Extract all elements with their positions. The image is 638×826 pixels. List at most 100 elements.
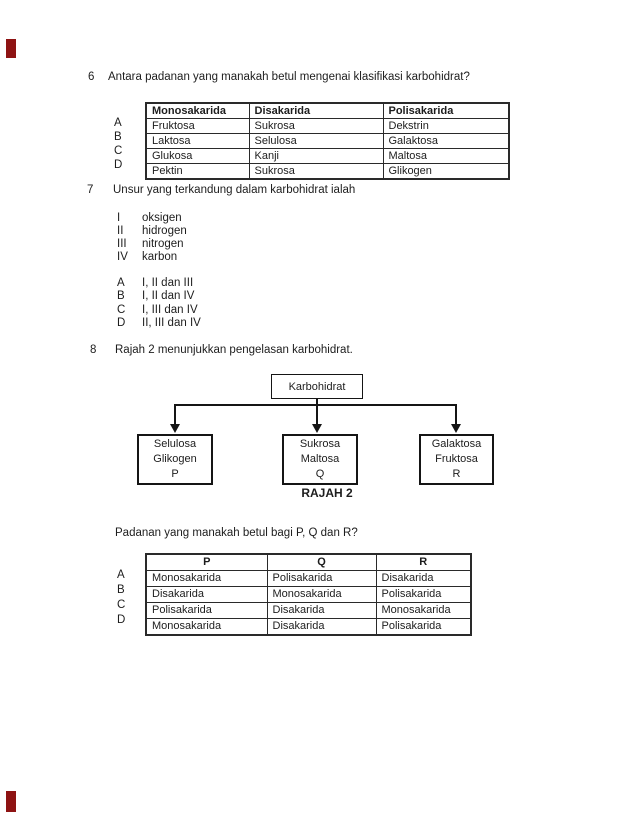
diagram-box-line: Glikogen <box>153 453 197 465</box>
table-cell: Glukosa <box>145 148 250 164</box>
arrowhead-down-icon <box>170 424 180 433</box>
question-6-row-letters: A B C D <box>114 116 122 172</box>
diagram-box-line: Maltosa <box>300 453 340 465</box>
header-cell: R <box>375 553 472 571</box>
table-cell: Sukrosa <box>248 163 384 180</box>
red-edge-mark-top <box>6 39 16 58</box>
roman-numeral: IV <box>117 251 128 263</box>
roman-numeral: III <box>117 238 127 250</box>
table-cell: Glikogen <box>382 163 510 180</box>
table-header-row: Monosakarida Disakarida Polisakarida <box>145 102 510 119</box>
table-cell: Monosakarida <box>145 570 268 587</box>
numeral-label: nitrogen <box>142 238 184 250</box>
table-cell: Sukrosa <box>248 118 384 134</box>
table-cell: Polisakarida <box>375 618 472 636</box>
diagram-box-line: P <box>171 468 179 480</box>
option-text: I, II dan IV <box>142 290 195 302</box>
diagram-horizontal-line <box>174 404 457 406</box>
diagram-box-line: Galaktosa <box>431 438 482 450</box>
table-cell: Polisakarida <box>266 570 377 587</box>
question-7-number: 7 <box>87 184 94 196</box>
diagram-arrow-line-left <box>174 404 176 425</box>
table-cell: Monosakarida <box>375 602 472 619</box>
question-6-table: Monosakarida Disakarida Polisakarida Fru… <box>145 102 510 180</box>
row-letter: A <box>114 117 122 129</box>
header-cell: Q <box>266 553 377 571</box>
table-row: Disakarida Monosakarida Polisakarida <box>145 586 472 603</box>
question-8-text: Rajah 2 menunjukkan pengelasan karbohidr… <box>115 344 353 356</box>
header-cell: Polisakarida <box>382 102 510 119</box>
diagram-box-r: Galaktosa Fruktosa R <box>419 434 494 485</box>
table-cell: Dekstrin <box>382 118 510 134</box>
table-cell: Disakarida <box>145 586 268 603</box>
table-row: Laktosa Selulosa Galaktosa <box>145 133 510 149</box>
numeral-label: oksigen <box>142 212 182 224</box>
diagram-box-line: Selulosa <box>153 438 197 450</box>
table-cell: Fruktosa <box>145 118 250 134</box>
table-row: Monosakarida Disakarida Polisakarida <box>145 618 472 636</box>
question-6-number: 6 <box>88 71 95 83</box>
diagram-caption: RAJAH 2 <box>301 486 353 500</box>
option-letter: A <box>117 277 125 289</box>
option-text: I, III dan IV <box>142 304 198 316</box>
table-cell: Pektin <box>145 163 250 180</box>
arrowhead-down-icon <box>451 424 461 433</box>
option-letter: B <box>117 290 125 302</box>
table-cell: Polisakarida <box>375 586 472 603</box>
table-row: Glukosa Kanji Maltosa <box>145 148 510 164</box>
diagram-box-line: Q <box>315 468 325 480</box>
option-letter: D <box>117 317 126 329</box>
table-cell: Disakarida <box>266 602 377 619</box>
question-8-row-letters: A B C D <box>117 568 125 628</box>
roman-numeral: I <box>117 212 121 224</box>
row-letter: C <box>117 599 126 611</box>
red-edge-mark-bottom <box>6 791 16 812</box>
diagram-root-label: Karbohidrat <box>288 380 346 393</box>
table-cell: Disakarida <box>375 570 472 587</box>
table-row: Pektin Sukrosa Glikogen <box>145 163 510 180</box>
option-text: I, II dan III <box>142 277 194 289</box>
question-8-table: P Q R Monosakarida Polisakarida Disakari… <box>145 553 472 636</box>
option-text: II, III dan IV <box>142 317 201 329</box>
diagram-box-p: Selulosa Glikogen P <box>137 434 213 485</box>
diagram-arrow-line-right <box>455 404 457 425</box>
table-cell: Laktosa <box>145 133 250 149</box>
table-cell: Maltosa <box>382 148 510 164</box>
question-8-subtext: Padanan yang manakah betul bagi P, Q dan… <box>115 527 358 539</box>
row-letter: C <box>114 145 123 157</box>
diagram-box-line: Sukrosa <box>299 438 341 450</box>
table-cell: Selulosa <box>248 133 384 149</box>
diagram-box-line: R <box>452 468 461 480</box>
numeral-label: hidrogen <box>142 225 187 237</box>
table-cell: Disakarida <box>266 618 377 636</box>
question-6-text: Antara padanan yang manakah betul mengen… <box>108 71 470 83</box>
row-letter: B <box>114 131 122 143</box>
row-letter: B <box>117 584 125 596</box>
header-cell: P <box>145 553 268 571</box>
question-8-number: 8 <box>90 344 97 356</box>
diagram-stem-line <box>316 399 318 405</box>
row-letter: A <box>117 569 125 581</box>
question-7-text: Unsur yang terkandung dalam karbohidrat … <box>113 184 356 196</box>
diagram-root-box: Karbohidrat <box>271 374 363 399</box>
table-row: Fruktosa Sukrosa Dekstrin <box>145 118 510 134</box>
table-row: Monosakarida Polisakarida Disakarida <box>145 570 472 587</box>
table-row: Polisakarida Disakarida Monosakarida <box>145 602 472 619</box>
header-cell: Disakarida <box>248 102 384 119</box>
row-letter: D <box>117 614 126 626</box>
diagram-box-q: Sukrosa Maltosa Q <box>282 434 358 485</box>
table-header-row: P Q R <box>145 553 472 571</box>
table-cell: Monosakarida <box>266 586 377 603</box>
table-cell: Galaktosa <box>382 133 510 149</box>
numeral-label: karbon <box>142 251 178 263</box>
header-cell: Monosakarida <box>145 102 250 119</box>
roman-numeral: II <box>117 225 124 237</box>
table-cell: Polisakarida <box>145 602 268 619</box>
option-letter: C <box>117 304 126 316</box>
table-cell: Kanji <box>248 148 384 164</box>
arrowhead-down-icon <box>312 424 322 433</box>
diagram-arrow-line-middle <box>316 404 318 425</box>
row-letter: D <box>114 159 123 171</box>
table-cell: Monosakarida <box>145 618 268 636</box>
